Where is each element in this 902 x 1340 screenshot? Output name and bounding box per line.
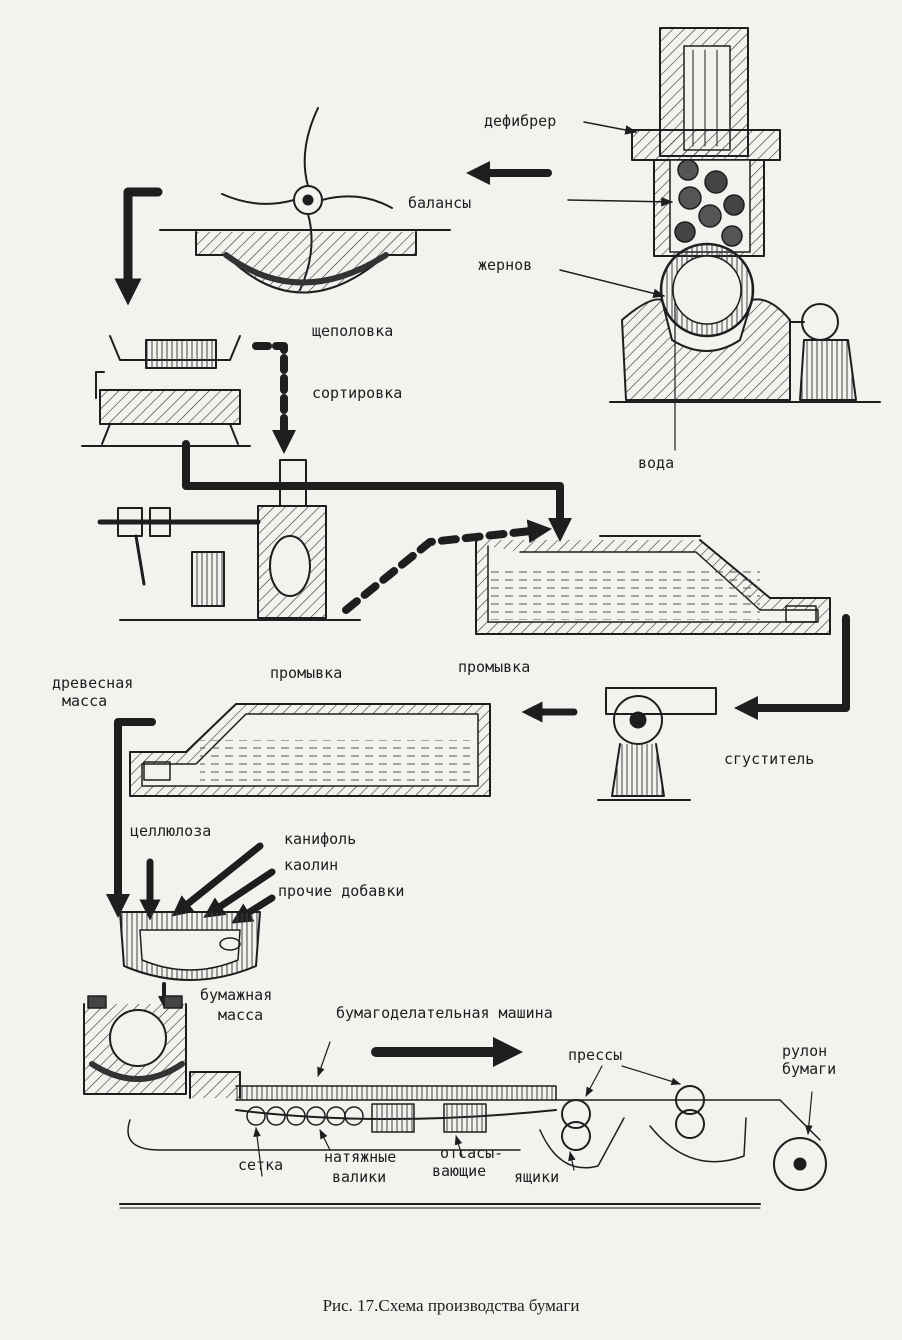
label-suction-line1: отсасы- xyxy=(440,1144,504,1162)
label-paper-pulp-line1: бумажная xyxy=(200,986,273,1004)
label-paper-machine: бумагоделательная машина xyxy=(336,1004,553,1022)
label-boxes: ящики xyxy=(514,1168,560,1186)
label-presses: прессы xyxy=(568,1046,623,1064)
label-splitting: щеполовка xyxy=(312,322,394,340)
label-roll-line2: бумаги xyxy=(782,1060,837,1078)
label-thickener: сгуститель xyxy=(724,750,815,768)
figure-caption: Рис. 17.Схема производства бумаги xyxy=(322,1296,580,1315)
label-water: вода xyxy=(638,454,675,472)
splitter-machine xyxy=(159,107,451,294)
thickener-machine xyxy=(597,687,717,801)
label-balances: балансы xyxy=(408,194,472,212)
paper-machine xyxy=(119,1071,827,1209)
label-rosin: канифоль xyxy=(284,830,357,848)
label-wire: сетка xyxy=(238,1156,284,1174)
sorter-machine xyxy=(81,335,251,447)
mixing-vat xyxy=(119,911,261,981)
label-rollers-line2: валики xyxy=(332,1168,387,1186)
label-washing-2: промывка xyxy=(270,664,343,682)
washing-tank-1 xyxy=(475,535,831,635)
label-cellulose: целлюлоза xyxy=(130,822,212,840)
label-paper-pulp-line2: масса xyxy=(218,1006,264,1024)
label-defibrer: дефибрер xyxy=(484,112,557,130)
label-wood-pulp-line1: древесная xyxy=(52,674,134,692)
label-rollers-line1: натяжные xyxy=(324,1148,397,1166)
label-millstones: жернов xyxy=(478,256,533,274)
label-sorting: сортировка xyxy=(312,384,403,402)
label-suction-line2: вающие xyxy=(432,1162,487,1180)
label-wood-pulp-line2: масса xyxy=(62,692,108,710)
washing-tank-2 xyxy=(129,703,491,797)
grinding-drive xyxy=(97,459,361,621)
defibrer-machine xyxy=(609,27,881,451)
label-kaolin: каолин xyxy=(284,856,339,874)
label-other-additives: прочие добавки xyxy=(278,882,405,900)
label-washing-1: промывка xyxy=(458,658,531,676)
label-roll-line1: рулон xyxy=(782,1042,828,1060)
headbox xyxy=(83,995,187,1095)
